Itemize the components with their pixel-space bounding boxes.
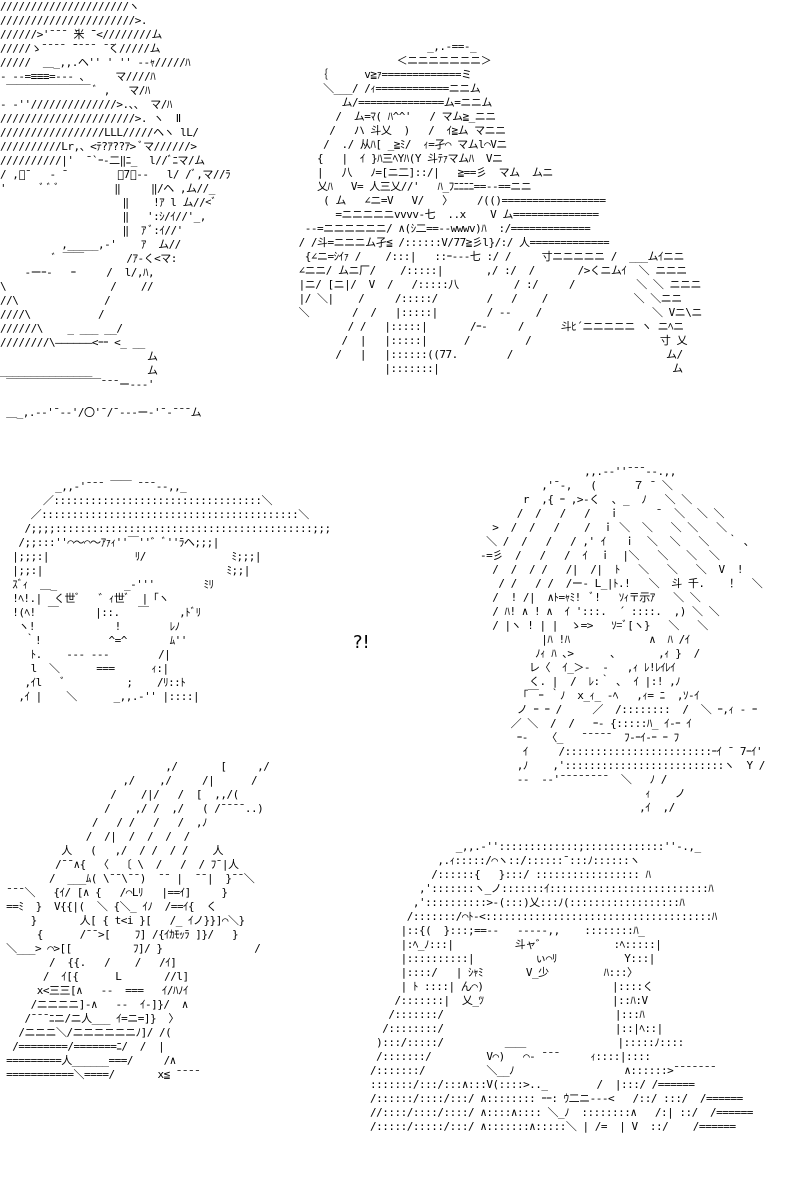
ascii-art-text: ,/ [ ,/ ,/ ,/ /| / / /|/ / [ ,,/( / ,/ /… xyxy=(6,760,270,1081)
ascii-art-text: /////////////////////ヽ /////////////////… xyxy=(0,0,231,419)
ascii-art-text: _,,.-'':::::::::::::;:::::::::::::''‐.,_… xyxy=(370,840,753,1133)
ascii-art-text: _,,-'¯¯¯ ￣￣ ¯¯¯‐-,,_ ／::::::::::::::::::… xyxy=(12,480,330,703)
ascii-art-text: ,,.-‐''¯¯¯‐-.,, ,'¯‐, ( ７ ¯ ＼ r ,{ ｰ ,>‐… xyxy=(480,465,765,814)
center-exclamation-text: ?! xyxy=(353,632,370,653)
ascii-art-panel-middle-right: ,,.-‐''¯¯¯‐-.,, ,'¯‐, ( ７ ¯ ＼ r ,{ ｰ ,>‐… xyxy=(480,465,800,845)
ascii-art-panel-bottom-left: ,/ [ ,/ ,/ ,/ /| / / /|/ / [ ,,/( / ,/ /… xyxy=(0,760,420,1200)
ascii-art-panel-top-left: /////////////////////ヽ /////////////////… xyxy=(0,0,272,480)
ascii-art-panel-middle-left: _,,-'¯¯¯ ￣￣ ¯¯¯‐-,,_ ／::::::::::::::::::… xyxy=(0,480,330,800)
ascii-art-text: _,.-==-_ ＜ニニニニニニニ＞ ｛ v≧ｧ=============ミ ＼… xyxy=(298,40,703,375)
ascii-art-panel-top-right: _,.-==-_ ＜ニニニニニニニ＞ ｛ v≧ｧ=============ミ ＼… xyxy=(268,40,800,460)
ascii-art-panel-bottom-right: _,,.-'':::::::::::::;:::::::::::::''‐.,_… xyxy=(370,840,800,1140)
